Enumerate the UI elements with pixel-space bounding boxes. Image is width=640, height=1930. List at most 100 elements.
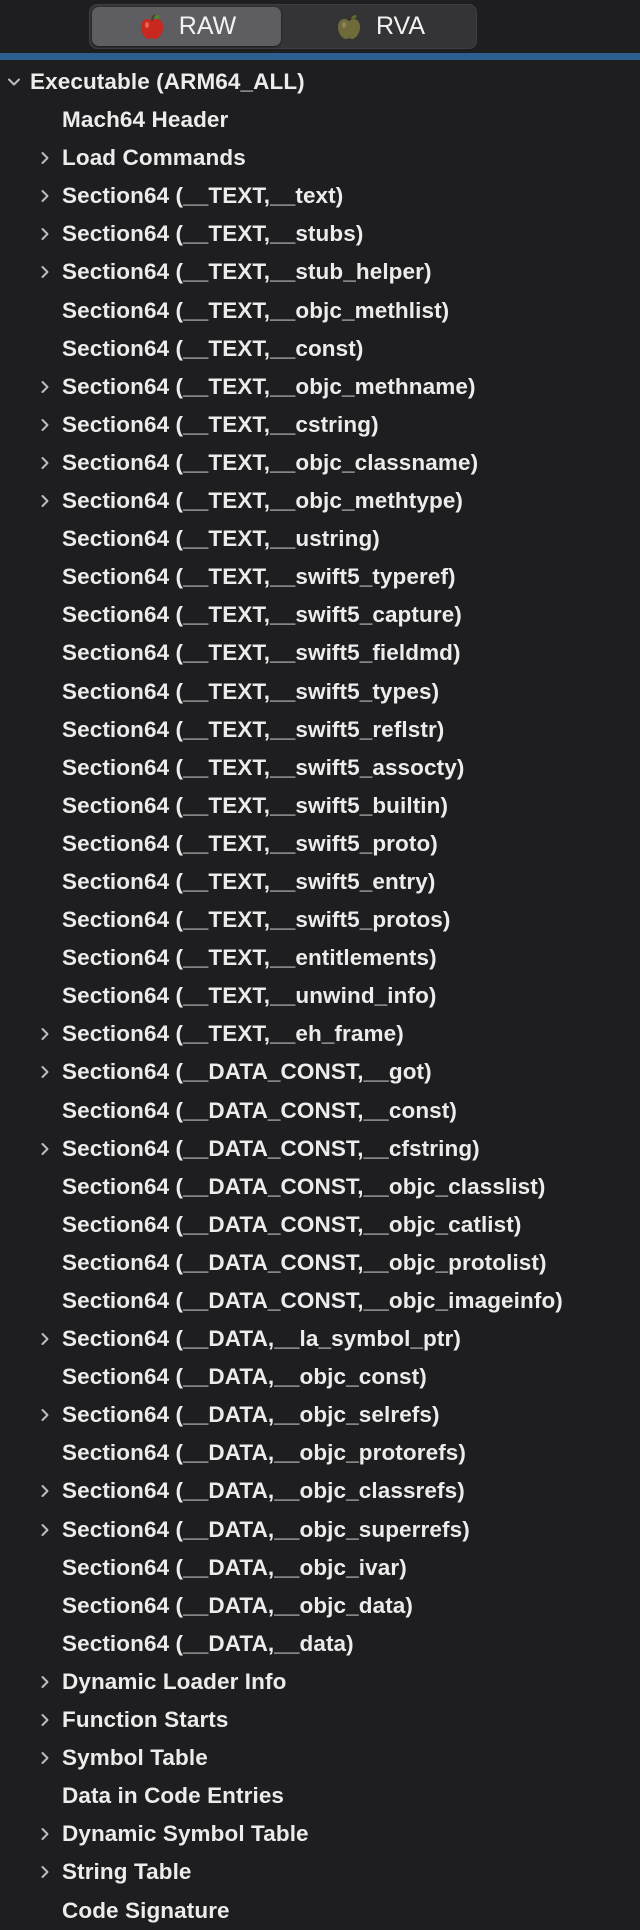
tree-item[interactable]: Section64 (__DATA,__objc_const) xyxy=(0,1358,640,1396)
raw-rva-segmented-control: RAW RVA xyxy=(89,4,477,49)
chevron-right-icon[interactable] xyxy=(35,1663,55,1701)
tree-item-label: Section64 (__DATA,__objc_superrefs) xyxy=(62,1516,470,1542)
tree-item-label: Section64 (__TEXT,__stub_helper) xyxy=(62,259,432,285)
tree-item[interactable]: Section64 (__TEXT,__objc_methtype) xyxy=(0,482,640,520)
tree-item[interactable]: Section64 (__DATA_CONST,__objc_protolist… xyxy=(0,1244,640,1282)
tree-item-label: Section64 (__DATA,__objc_protorefs) xyxy=(62,1440,467,1466)
tree-root-executable[interactable]: Executable (ARM64_ALL) xyxy=(0,63,640,101)
tree-item[interactable]: Section64 (__TEXT,__text) xyxy=(0,177,640,215)
tree-item[interactable]: Function Starts xyxy=(0,1701,640,1739)
tree-item[interactable]: Section64 (__DATA,__objc_selrefs) xyxy=(0,1396,640,1434)
tree-item[interactable]: Section64 (__TEXT,__const) xyxy=(0,330,640,368)
tree-item[interactable]: Section64 (__TEXT,__objc_classname) xyxy=(0,444,640,482)
tree-item[interactable]: Section64 (__TEXT,__swift5_assocty) xyxy=(0,749,640,787)
chevron-right-icon[interactable] xyxy=(35,253,55,291)
tree-item[interactable]: Section64 (__TEXT,__swift5_proto) xyxy=(0,825,640,863)
chevron-right-icon[interactable] xyxy=(35,1815,55,1853)
tree-item[interactable]: Section64 (__TEXT,__swift5_types) xyxy=(0,673,640,711)
tree-item[interactable]: Dynamic Symbol Table xyxy=(0,1815,640,1853)
tree-item-label: Section64 (__DATA_CONST,__objc_catlist) xyxy=(62,1211,522,1237)
tree-item[interactable]: Section64 (__DATA_CONST,__got) xyxy=(0,1053,640,1091)
tree-item-label: Section64 (__TEXT,__ustring) xyxy=(62,526,380,552)
tree-item-label: Section64 (__TEXT,__swift5_assocty) xyxy=(62,754,465,780)
chevron-right-icon[interactable] xyxy=(35,139,55,177)
chevron-right-icon[interactable] xyxy=(35,1396,55,1434)
tree-item-label: Section64 (__TEXT,__objc_methname) xyxy=(62,373,476,399)
tree-item-label: Section64 (__DATA_CONST,__objc_protolist… xyxy=(62,1249,547,1275)
tree-item-label: Section64 (__TEXT,__stubs) xyxy=(62,221,364,247)
tree-item[interactable]: Section64 (__TEXT,__swift5_reflstr) xyxy=(0,711,640,749)
tree-item[interactable]: Section64 (__TEXT,__objc_methlist) xyxy=(0,292,640,330)
tree-item[interactable]: Section64 (__TEXT,__swift5_typeref) xyxy=(0,558,640,596)
tree-item[interactable]: Section64 (__TEXT,__swift5_builtin) xyxy=(0,787,640,825)
tree-item-label: Function Starts xyxy=(62,1707,229,1733)
tree-root-label: Executable (ARM64_ALL) xyxy=(30,69,305,94)
tree-item[interactable]: Section64 (__TEXT,__swift5_entry) xyxy=(0,863,640,901)
tree-item[interactable]: Section64 (__TEXT,__stub_helper) xyxy=(0,253,640,291)
chevron-right-icon[interactable] xyxy=(35,368,55,406)
tree-item[interactable]: Section64 (__DATA_CONST,__cfstring) xyxy=(0,1130,640,1168)
tree-item-label: Section64 (__TEXT,__objc_methlist) xyxy=(62,297,450,323)
tree-item[interactable]: Section64 (__DATA,__la_symbol_ptr) xyxy=(0,1320,640,1358)
tree-item[interactable]: Section64 (__DATA,__objc_superrefs) xyxy=(0,1511,640,1549)
tree-item-label: String Table xyxy=(62,1859,192,1885)
tree-item[interactable]: Section64 (__TEXT,__ustring) xyxy=(0,520,640,558)
tree-item[interactable]: Section64 (__DATA_CONST,__objc_imageinfo… xyxy=(0,1282,640,1320)
tree-item-label: Section64 (__TEXT,__unwind_info) xyxy=(62,983,437,1009)
chevron-right-icon[interactable] xyxy=(35,1701,55,1739)
tree-item-label: Section64 (__TEXT,__swift5_fieldmd) xyxy=(62,640,461,666)
tree-item-label: Section64 (__TEXT,__cstring) xyxy=(62,411,379,437)
chevron-right-icon[interactable] xyxy=(35,1053,55,1091)
chevron-right-icon[interactable] xyxy=(35,215,55,253)
tree-item[interactable]: Section64 (__TEXT,__objc_methname) xyxy=(0,368,640,406)
tree-item-label: Code Signature xyxy=(62,1897,230,1923)
tree-item-label: Dynamic Loader Info xyxy=(62,1668,287,1694)
tree-item[interactable]: Section64 (__TEXT,__stubs) xyxy=(0,215,640,253)
chevron-right-icon[interactable] xyxy=(35,1853,55,1891)
tree-item[interactable]: Symbol Table xyxy=(0,1739,640,1777)
chevron-right-icon[interactable] xyxy=(35,1511,55,1549)
tree-item[interactable]: Section64 (__DATA,__objc_classrefs) xyxy=(0,1472,640,1510)
chevron-right-icon[interactable] xyxy=(35,406,55,444)
tree-item-label: Section64 (__TEXT,__eh_frame) xyxy=(62,1021,404,1047)
tree-item[interactable]: Section64 (__TEXT,__unwind_info) xyxy=(0,977,640,1015)
tree-item[interactable]: Mach64 Header xyxy=(0,101,640,139)
tree-item[interactable]: Section64 (__DATA,__objc_ivar) xyxy=(0,1549,640,1587)
chevron-right-icon[interactable] xyxy=(35,482,55,520)
tree-item-label: Section64 (__TEXT,__swift5_capture) xyxy=(62,602,462,628)
chevron-right-icon[interactable] xyxy=(35,1472,55,1510)
tree-item[interactable]: Section64 (__DATA,__data) xyxy=(0,1625,640,1663)
tree-item[interactable]: Section64 (__TEXT,__eh_frame) xyxy=(0,1015,640,1053)
tree-item[interactable]: Section64 (__TEXT,__swift5_capture) xyxy=(0,596,640,634)
chevron-right-icon[interactable] xyxy=(35,1739,55,1777)
segment-raw[interactable]: RAW xyxy=(92,7,281,46)
tree-item[interactable]: Section64 (__DATA_CONST,__objc_catlist) xyxy=(0,1206,640,1244)
chevron-right-icon[interactable] xyxy=(35,1320,55,1358)
tree-item-label: Section64 (__TEXT,__swift5_reflstr) xyxy=(62,716,445,742)
tree-item[interactable]: String Table xyxy=(0,1853,640,1891)
chevron-right-icon[interactable] xyxy=(35,177,55,215)
tree-item[interactable]: Section64 (__DATA_CONST,__const) xyxy=(0,1092,640,1130)
tree-item-label: Mach64 Header xyxy=(62,107,229,133)
segment-rva[interactable]: RVA xyxy=(283,5,476,48)
tree-item[interactable]: Section64 (__TEXT,__entitlements) xyxy=(0,939,640,977)
tree-item[interactable]: Data in Code Entries xyxy=(0,1777,640,1815)
tree-item-label: Section64 (__DATA,__objc_const) xyxy=(62,1364,427,1390)
tree-item[interactable]: Load Commands xyxy=(0,139,640,177)
chevron-right-icon[interactable] xyxy=(35,1015,55,1053)
tree-item-label: Section64 (__TEXT,__swift5_types) xyxy=(62,678,440,704)
tree-item[interactable]: Section64 (__TEXT,__swift5_protos) xyxy=(0,901,640,939)
accent-divider xyxy=(0,53,640,60)
chevron-down-icon[interactable] xyxy=(4,63,24,101)
tree-item[interactable]: Section64 (__TEXT,__cstring) xyxy=(0,406,640,444)
tree-item[interactable]: Code Signature xyxy=(0,1892,640,1930)
tree-item-label: Section64 (__DATA_CONST,__const) xyxy=(62,1097,457,1123)
chevron-right-icon[interactable] xyxy=(35,444,55,482)
chevron-right-icon[interactable] xyxy=(35,1130,55,1168)
tree-item[interactable]: Section64 (__TEXT,__swift5_fieldmd) xyxy=(0,634,640,672)
tree-item[interactable]: Section64 (__DATA,__objc_data) xyxy=(0,1587,640,1625)
tree-item[interactable]: Section64 (__DATA_CONST,__objc_classlist… xyxy=(0,1168,640,1206)
tree-item-label: Section64 (__TEXT,__text) xyxy=(62,183,344,209)
tree-item[interactable]: Section64 (__DATA,__objc_protorefs) xyxy=(0,1434,640,1472)
tree-item[interactable]: Dynamic Loader Info xyxy=(0,1663,640,1701)
